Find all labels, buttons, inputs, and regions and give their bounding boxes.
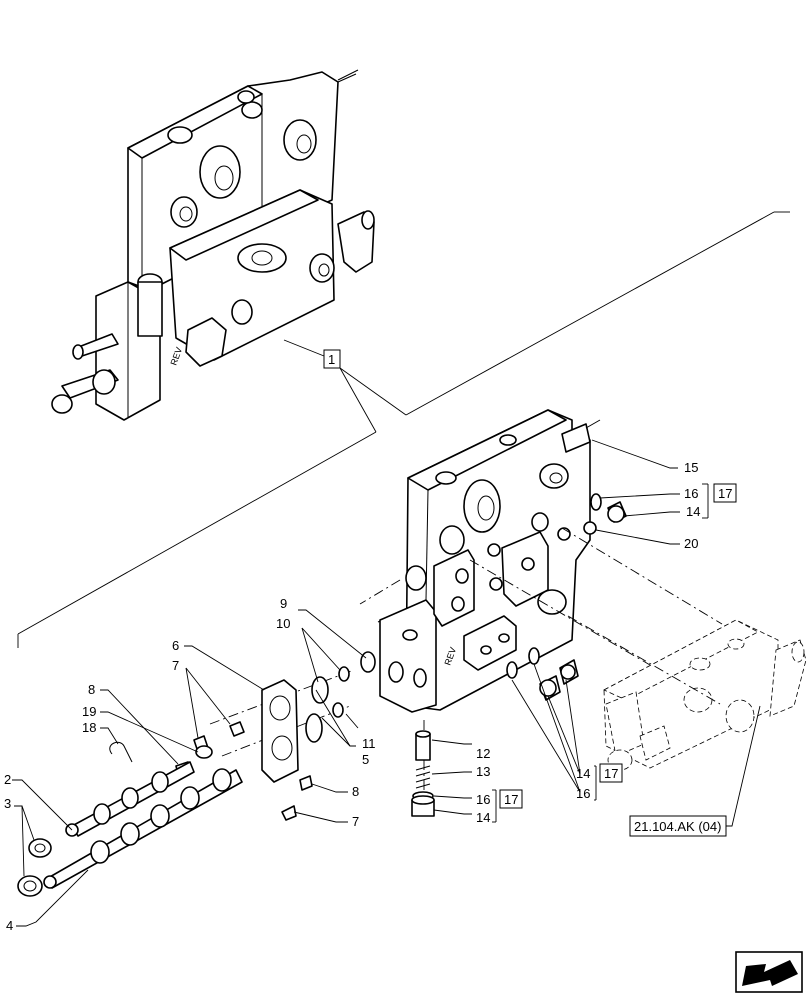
callout-box-17-right: [599, 763, 623, 783]
callout-15: 15: [684, 460, 698, 475]
callout-7-bottom: 7: [352, 814, 359, 829]
reference-label: 21.104.AK (04): [634, 819, 721, 834]
callout-12: 12: [476, 746, 490, 761]
callout-16-bottom: 16: [476, 792, 490, 807]
callout-7-top: 7: [172, 658, 179, 673]
callout-8-top: 8: [88, 682, 95, 697]
callout-1-leaders: [17, 211, 790, 648]
callout-box-17-bottom: [499, 789, 523, 809]
callout-5: 5: [362, 752, 369, 767]
callout-box-1: [323, 349, 341, 369]
callout-14-top: 14: [686, 504, 700, 519]
callout-14-bottom: 14: [476, 810, 490, 825]
reference-module: [603, 619, 807, 771]
valve-assembly-overview: REV: [51, 69, 375, 421]
callout-20: 20: [684, 536, 698, 551]
callout-14-right: 14: [576, 766, 590, 781]
callout-19: 19: [82, 704, 96, 719]
callout-6: 6: [172, 638, 179, 653]
callout-3: 3: [4, 796, 11, 811]
valve-body: REV: [377, 409, 601, 713]
callout-labels: 15 16 17 14 20 9 10 6 7 8 19 18 2 3 4 11…: [4, 460, 737, 933]
callout-17-right: 17: [604, 766, 618, 781]
callout-2: 2: [4, 772, 11, 787]
callout-1: 1: [328, 352, 335, 367]
callout-11: 11: [362, 736, 376, 751]
callout-4: 4: [6, 918, 13, 933]
callout-8-bottom: 8: [352, 784, 359, 799]
callout-box-17-top: [713, 483, 737, 503]
leader-lines: [12, 439, 761, 927]
reference-box: [629, 815, 727, 837]
callout-9: 9: [280, 596, 287, 611]
callout-17-bottom: 17: [504, 792, 518, 807]
next-page-arrow-icon[interactable]: [735, 951, 803, 993]
callout-17-top: 17: [718, 486, 732, 501]
callout-16-right: 16: [576, 786, 590, 801]
valve-marking-overview: REV: [168, 346, 184, 367]
callout-18: 18: [82, 720, 96, 735]
callout-13: 13: [476, 764, 490, 779]
callout-16-top: 16: [684, 486, 698, 501]
callout-10: 10: [276, 616, 290, 631]
